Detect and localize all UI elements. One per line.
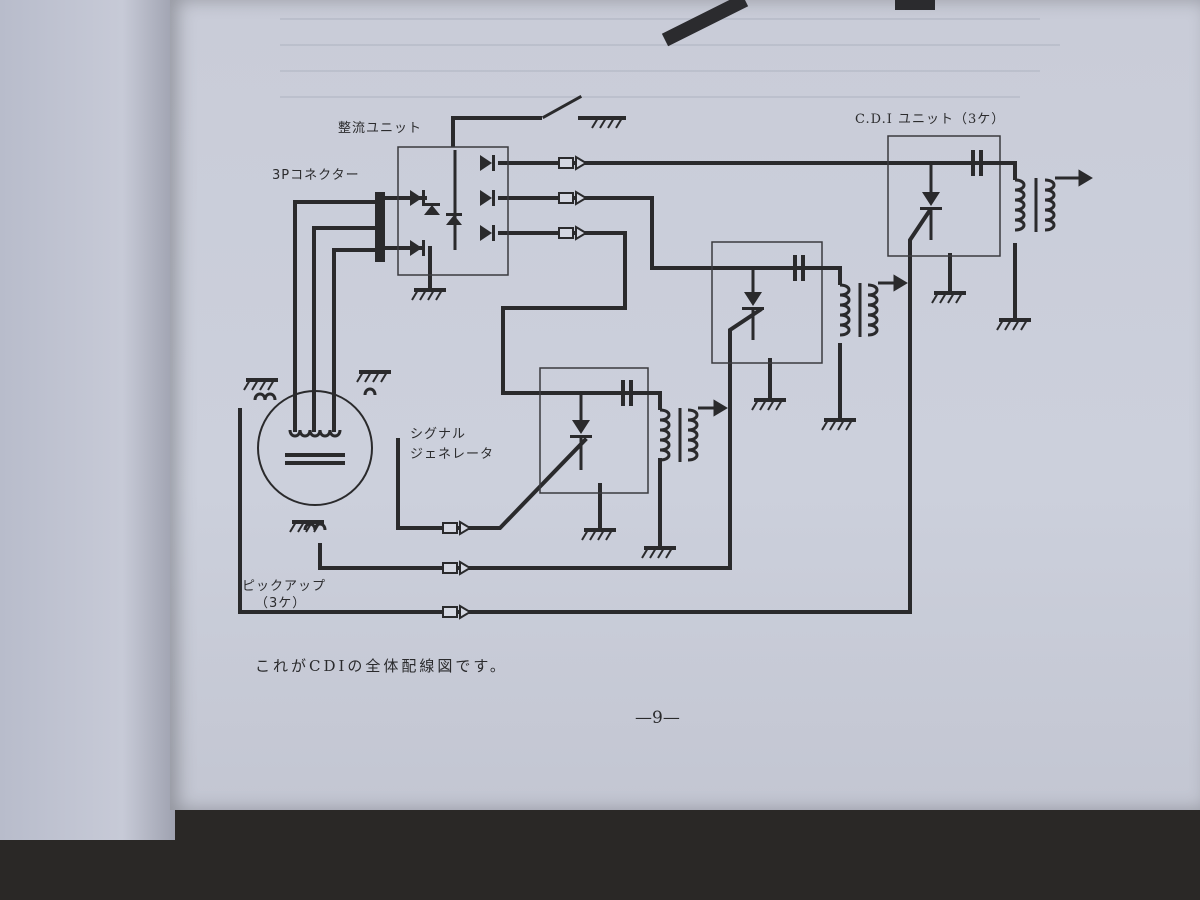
page-number: —9— <box>635 708 680 728</box>
signal-generator-label-2: ジェネレータ <box>410 447 495 462</box>
pickup-label-1: ピックアップ <box>242 579 327 594</box>
cdi-unit-box-3 <box>539 367 649 494</box>
rectifier-unit-box <box>397 146 509 276</box>
thyristors <box>570 192 942 438</box>
rectifier-diodes <box>410 155 495 256</box>
ground-symbol <box>995 318 1033 332</box>
ground-symbol <box>410 288 448 302</box>
ground-symbol <box>820 418 858 432</box>
connector-3p <box>375 192 385 262</box>
wire-connector <box>558 191 587 205</box>
capacitors <box>621 150 983 406</box>
ground-symbol <box>640 546 678 560</box>
wire-connector <box>558 226 587 240</box>
hv-arrows <box>678 169 1093 462</box>
wire-connector <box>442 605 471 619</box>
bleed-through-line <box>280 18 1040 20</box>
ground-symbol <box>930 291 968 305</box>
left-page <box>0 0 175 840</box>
figure-caption: これがCDIの全体配線図です。 <box>255 657 508 675</box>
pickup-label-2: （3ケ） <box>255 596 307 611</box>
ignition-coil-2 <box>838 283 851 337</box>
ignition-coil-3b <box>686 408 699 462</box>
ignition-coil-1b <box>1043 178 1056 232</box>
ground-symbol <box>750 398 788 412</box>
generator-magnet <box>285 453 345 465</box>
cdi-unit-box-1 <box>887 135 1001 257</box>
ignition-coil-1 <box>1013 178 1026 232</box>
connector-3p-label: 3Pコネクター <box>272 168 360 183</box>
thyristor-leads <box>579 163 933 470</box>
wire-connector <box>442 521 471 535</box>
signal-generator-rotor <box>257 390 373 506</box>
ground-symbol <box>355 370 393 384</box>
bleed-through-line <box>280 96 1020 98</box>
ground-symbol <box>242 378 280 392</box>
rectifier-unit-label: 整流ユニット <box>338 121 423 136</box>
bleed-through-line <box>280 70 1040 72</box>
book-page <box>170 0 1200 810</box>
cdi-unit-box-2 <box>711 241 823 364</box>
wire-connector <box>442 561 471 575</box>
ground-symbol <box>580 528 618 542</box>
ignition-coil-2b <box>866 283 879 337</box>
wire-connector <box>558 156 587 170</box>
top-dark-block <box>895 0 935 10</box>
ignition-coil-3 <box>658 408 671 462</box>
ground-symbol <box>590 116 628 130</box>
signal-generator-label-1: シグナル <box>410 427 467 442</box>
top-dark-stroke <box>661 0 749 47</box>
cdi-unit-label: C.D.I ユニット（3ケ） <box>855 112 1006 127</box>
